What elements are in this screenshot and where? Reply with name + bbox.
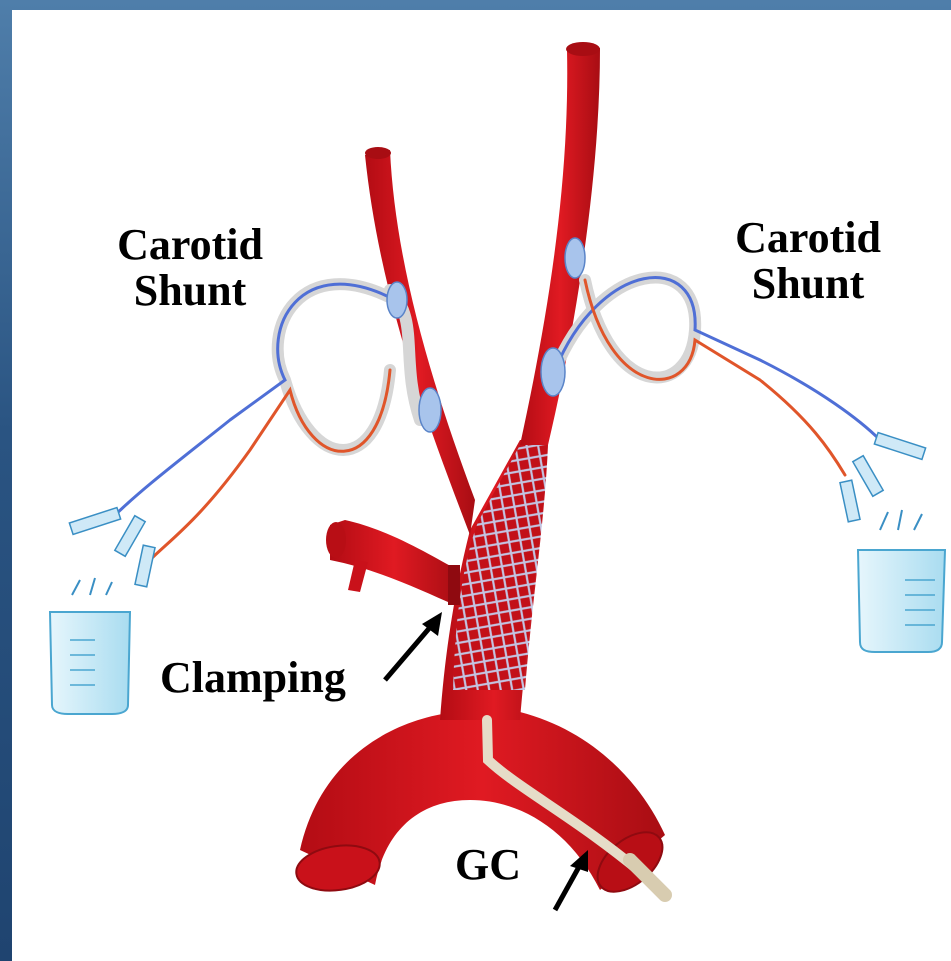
gc-arrow	[555, 850, 588, 910]
left-shunt-label-line1: Carotid	[90, 222, 290, 268]
right-syringes	[840, 433, 926, 522]
left-syringes	[69, 508, 155, 587]
left-carotid-artery	[365, 147, 475, 535]
right-shunt-label-line2: Shunt	[708, 261, 908, 307]
right-shunt-label: Carotid Shunt	[708, 215, 908, 307]
left-beaker	[50, 578, 130, 714]
left-shunt-label-line2: Shunt	[90, 268, 290, 314]
clamp	[448, 565, 460, 605]
left-shunt-label: Carotid Shunt	[90, 222, 290, 314]
right-shunt-label-line1: Carotid	[708, 215, 908, 261]
subclavian-artery	[326, 520, 460, 605]
clamping-label: Clamping	[160, 655, 400, 701]
gc-label: GC	[455, 842, 555, 888]
right-beaker	[858, 510, 945, 652]
left-carotid-shunt	[110, 282, 441, 560]
